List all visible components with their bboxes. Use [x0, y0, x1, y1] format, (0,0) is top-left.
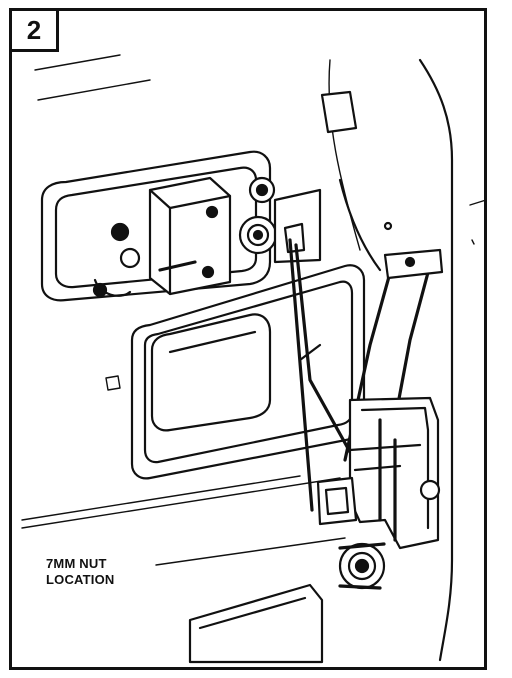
step-number: 2: [26, 14, 42, 45]
linkage-rods: [288, 178, 444, 512]
callout-line-2: LOCATION: [46, 572, 115, 587]
step-number-badge: 2: [9, 8, 59, 52]
door-body-lines: [21, 199, 487, 664]
nut-7mm: [338, 542, 386, 590]
lock-cylinder: [238, 176, 322, 264]
door-panel-outline: [34, 54, 454, 662]
latch-assembly: [316, 396, 441, 550]
callout-line-1: 7MM NUT: [46, 556, 107, 571]
inside-handle-opening: [105, 264, 366, 480]
outside-handle-assembly: [40, 150, 272, 302]
nut-location-callout: 7MM NUT LOCATION: [46, 556, 115, 588]
